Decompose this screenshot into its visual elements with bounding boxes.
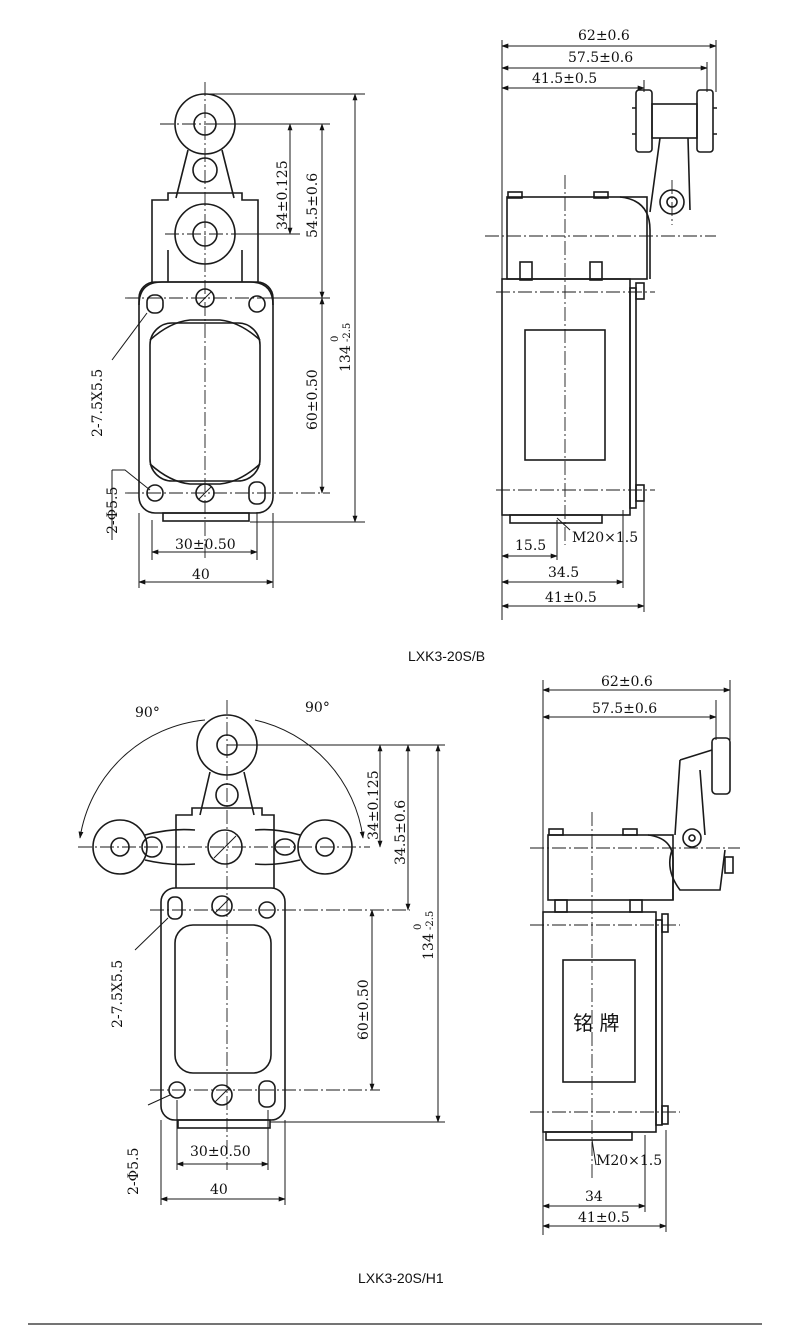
d2-dim-57-5: 57.5±0.6 — [592, 701, 657, 717]
d2-angle-right: 90° — [305, 700, 330, 716]
d2-dim-40: 40 — [210, 1182, 228, 1198]
d2-dim-34: 34 — [585, 1189, 603, 1205]
d1-dim-thread: M20×1.5 — [572, 530, 638, 546]
d1-dim-34: 34±0.125 — [275, 160, 291, 230]
d2-dim-134: 134 — [421, 933, 437, 960]
d1-dim-134-tol-up: 0 — [330, 336, 341, 342]
d2-dim-34: 34±0.125 — [366, 770, 382, 840]
d2-dim-41: 41±0.5 — [578, 1210, 630, 1226]
d1-dim-34-5: 34.5 — [548, 565, 579, 581]
d2-dim-slot: 2-7.5X5.5 — [110, 960, 126, 1028]
caption-lxk3-20s-h1: LXK3-20S/H1 — [358, 1270, 444, 1286]
d2-dim-30: 30±0.50 — [190, 1144, 251, 1160]
d1-dim-134: 134 — [338, 345, 354, 372]
drawing1-side-view — [485, 40, 717, 620]
drawing2-front-view — [78, 700, 445, 1205]
d1-dim-54-5: 54.5±0.6 — [305, 173, 321, 238]
drawing2-side-dimensions: 62±0.6 57.5±0.6 铭 牌 M20×1.5 34 41±0.5 — [573, 674, 662, 1226]
d1-dim-15-5: 15.5 — [515, 538, 546, 554]
d1-dim-40: 40 — [192, 567, 210, 583]
d2-angle-left: 90° — [135, 705, 160, 721]
d2-dim-60: 60±0.50 — [356, 979, 372, 1040]
drawing1-front-dimensions: 34±0.125 54.5±0.6 134 0 -2.5 60±0.50 2-7… — [90, 160, 354, 583]
d2-dim-hole: 2-Φ5.5 — [126, 1148, 142, 1195]
d1-dim-hole: 2-Φ5.5 — [105, 487, 121, 534]
drawing2-side-view — [530, 680, 740, 1235]
d1-dim-60: 60±0.50 — [305, 369, 321, 430]
d1-dim-41: 41±0.5 — [545, 590, 597, 606]
d1-dim-62: 62±0.6 — [578, 28, 630, 44]
drawing1-side-dimensions: 62±0.6 57.5±0.6 41.5±0.5 15.5 M20×1.5 34… — [515, 28, 638, 606]
d2-dim-34-5: 34.5±0.6 — [393, 800, 409, 865]
nameplate-label: 铭 牌 — [573, 1011, 619, 1035]
d1-dim-41-5: 41.5±0.5 — [532, 71, 597, 87]
caption-lxk3-20s-b: LXK3-20S/B — [408, 648, 485, 664]
d1-dim-57-5: 57.5±0.6 — [568, 50, 633, 66]
drawing1-front-view — [111, 82, 365, 588]
d2-dim-thread: M20×1.5 — [596, 1153, 662, 1169]
drawing2-front-dimensions: 90° 90° 34±0.125 34.5±0.6 134 0 -2.5 60±… — [110, 700, 437, 1198]
d1-dim-134-tol-low: -2.5 — [342, 323, 353, 342]
d2-dim-134-tol-low: -2.5 — [425, 911, 436, 930]
d2-dim-62: 62±0.6 — [601, 674, 653, 690]
d1-dim-slot: 2-7.5X5.5 — [90, 369, 106, 437]
d1-dim-30: 30±0.50 — [175, 537, 236, 553]
d2-dim-134-tol-up: 0 — [413, 924, 424, 930]
